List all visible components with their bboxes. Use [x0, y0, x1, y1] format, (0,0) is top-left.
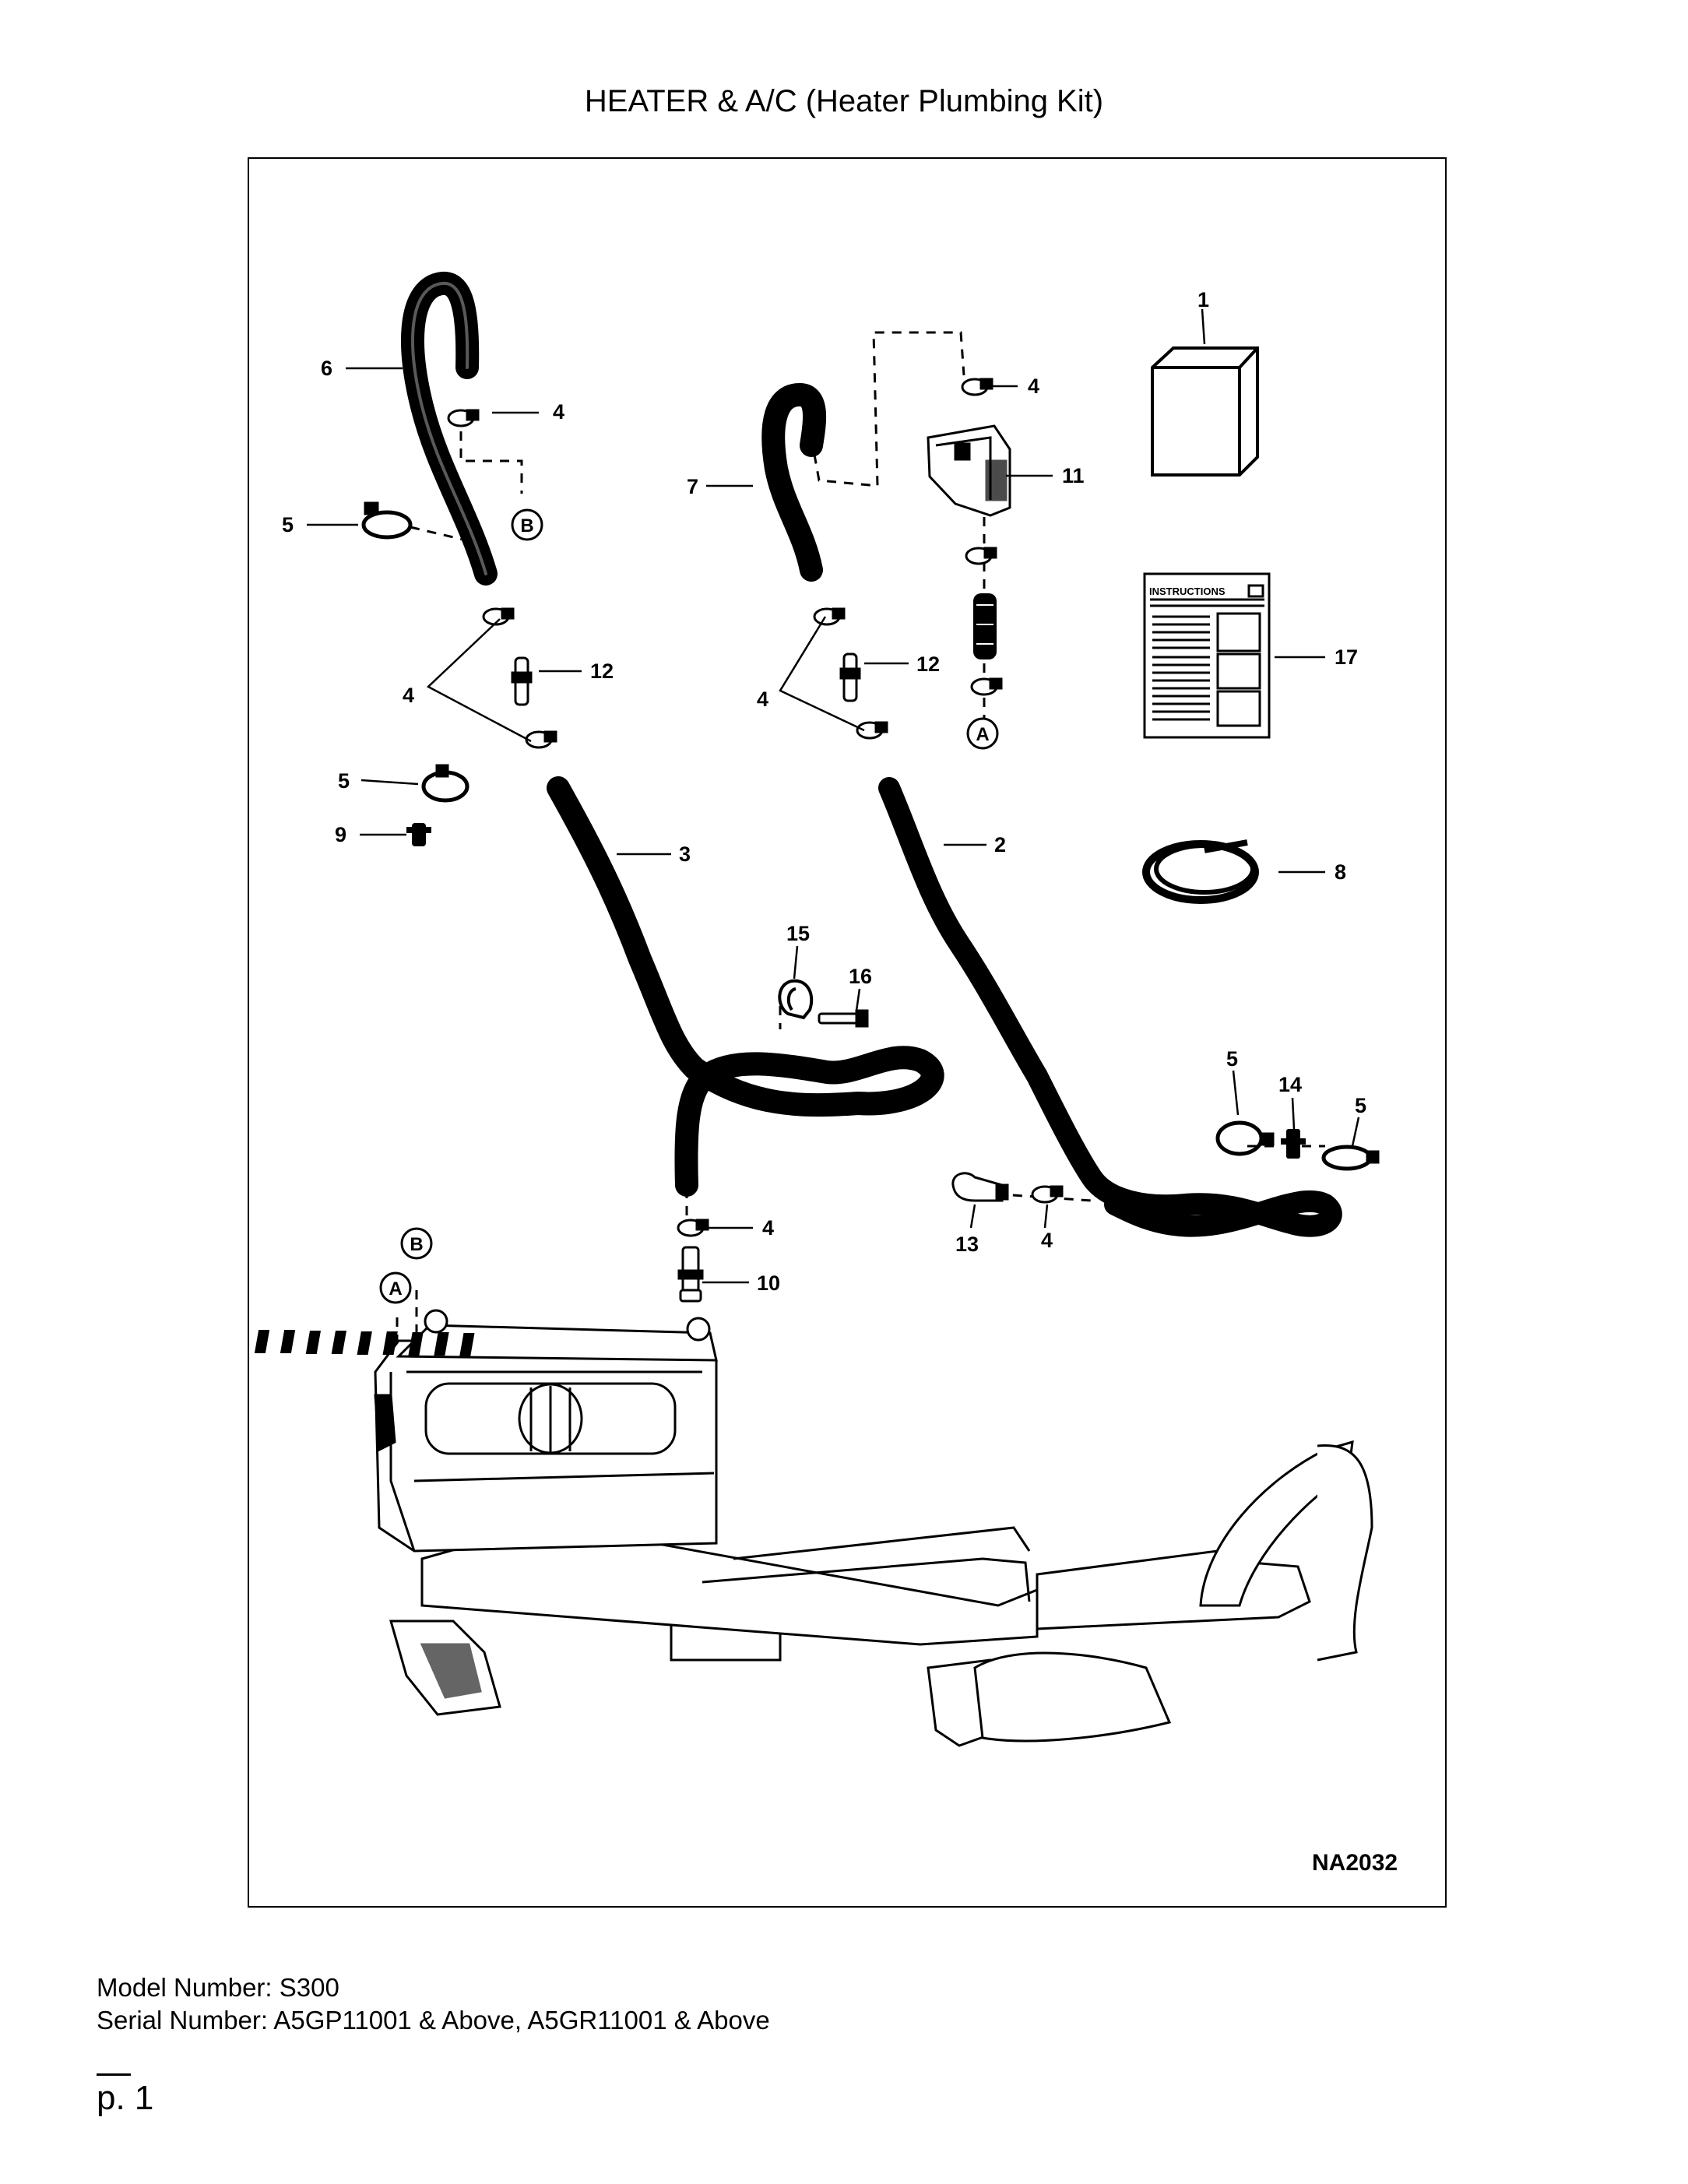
callout-13: 13: [955, 1233, 979, 1256]
model-number: Model Number: S300: [97, 1973, 339, 2002]
callout-4-top-left: 4: [553, 400, 564, 424]
figure-code: NA2032: [1312, 1850, 1398, 1876]
page-title: HEATER & A/C (Heater Plumbing Kit): [584, 84, 1104, 118]
clamp-4-lower-right: [1031, 1185, 1064, 1204]
heater-blower: [374, 1309, 711, 1455]
clamp-4-left-upper: [482, 607, 515, 626]
ref-b-lower: B: [410, 1234, 423, 1255]
callout-3: 3: [679, 842, 691, 866]
hose-clamp-5-parts: [361, 501, 1380, 1171]
callout-12-right: 12: [916, 652, 940, 676]
hose-6: [401, 271, 498, 586]
instructions-sheet-17: [1143, 572, 1271, 739]
hose-clamp-5-upper: [361, 501, 413, 540]
callout-5-right-b: 5: [1355, 1094, 1366, 1117]
ref-a-lower: A: [389, 1278, 402, 1299]
callout-14: 14: [1278, 1073, 1302, 1096]
hose-clamp-5-right-b: [1321, 1145, 1380, 1171]
instructions-heading: INSTRUCTIONS: [1149, 586, 1226, 597]
clamp-4-valve-bottom: [970, 677, 1003, 696]
callout-4-right-group: 4: [757, 688, 768, 711]
callout-1: 1: [1197, 288, 1209, 311]
kit-box-1: [1151, 346, 1259, 477]
hose-clamp-5-right-a: [1215, 1120, 1275, 1156]
fitting-14: [1281, 1129, 1306, 1159]
hose-2: [878, 777, 1342, 1237]
clamp-4-right-lower: [856, 721, 888, 740]
leader-lines: [307, 308, 1360, 1284]
connector-12-left: [511, 656, 533, 706]
callout-17: 17: [1335, 645, 1358, 669]
callout-5-upper-left: 5: [282, 513, 294, 536]
fitting-9: [406, 823, 431, 846]
callout-7: 7: [687, 475, 698, 498]
ref-b-upper: B: [520, 515, 533, 536]
grommet-15: [778, 979, 814, 1020]
callout-10: 10: [757, 1271, 780, 1295]
bolt-16: [818, 1009, 869, 1028]
clamp-4-valve-lower: [965, 547, 997, 565]
callout-2: 2: [994, 833, 1006, 856]
callout-9: 9: [335, 823, 346, 846]
heater-fins: [254, 1330, 475, 1356]
callout-5-right-a: 5: [1226, 1047, 1238, 1071]
connector-12-parts: [511, 652, 861, 706]
clamp-4-valve-top: [961, 378, 993, 396]
callout-5-mid-left: 5: [338, 769, 350, 793]
callout-12-left: 12: [590, 659, 614, 683]
clamp-4-right-upper: [813, 607, 846, 626]
callout-15: 15: [786, 922, 810, 945]
page-number-rule: [97, 2073, 131, 2076]
parts-diagram-svg: INSTRUCTIONS: [254, 271, 1398, 1876]
callout-4-lower-mid: 4: [762, 1216, 774, 1240]
callout-8: 8: [1335, 860, 1346, 884]
page-number: p. 1: [97, 2079, 154, 2117]
hose-7: [761, 382, 827, 582]
callout-16: 16: [849, 965, 872, 988]
callout-11: 11: [1062, 464, 1085, 487]
elbow-13: [951, 1172, 1009, 1202]
valve-11: [927, 424, 1011, 517]
clamp-4-parts: [447, 378, 1064, 1237]
callout-4-lower-right: 4: [1041, 1229, 1053, 1252]
parts-diagram: INSTRUCTIONS: [248, 157, 1447, 1908]
serial-number: Serial Number: A5GP11001 & Above, A5GR11…: [97, 2006, 770, 2035]
ref-a-upper: A: [976, 724, 989, 745]
clamp-4-left-lower: [525, 730, 557, 749]
short-hose: [973, 593, 997, 659]
callout-4-left-group: 4: [403, 684, 414, 707]
fitting-10: [677, 1246, 704, 1303]
hose-clamp-5-mid: [421, 764, 469, 803]
callout-6: 6: [321, 357, 332, 380]
connector-12-right: [839, 652, 861, 702]
hose-3: [547, 776, 944, 1197]
coiled-hose-8: [1142, 839, 1259, 904]
clamp-4-lower-mid: [677, 1219, 709, 1237]
ref-circles: [379, 508, 999, 1304]
clamp-4-top-left: [447, 409, 480, 427]
callout-4-valve: 4: [1028, 375, 1039, 398]
